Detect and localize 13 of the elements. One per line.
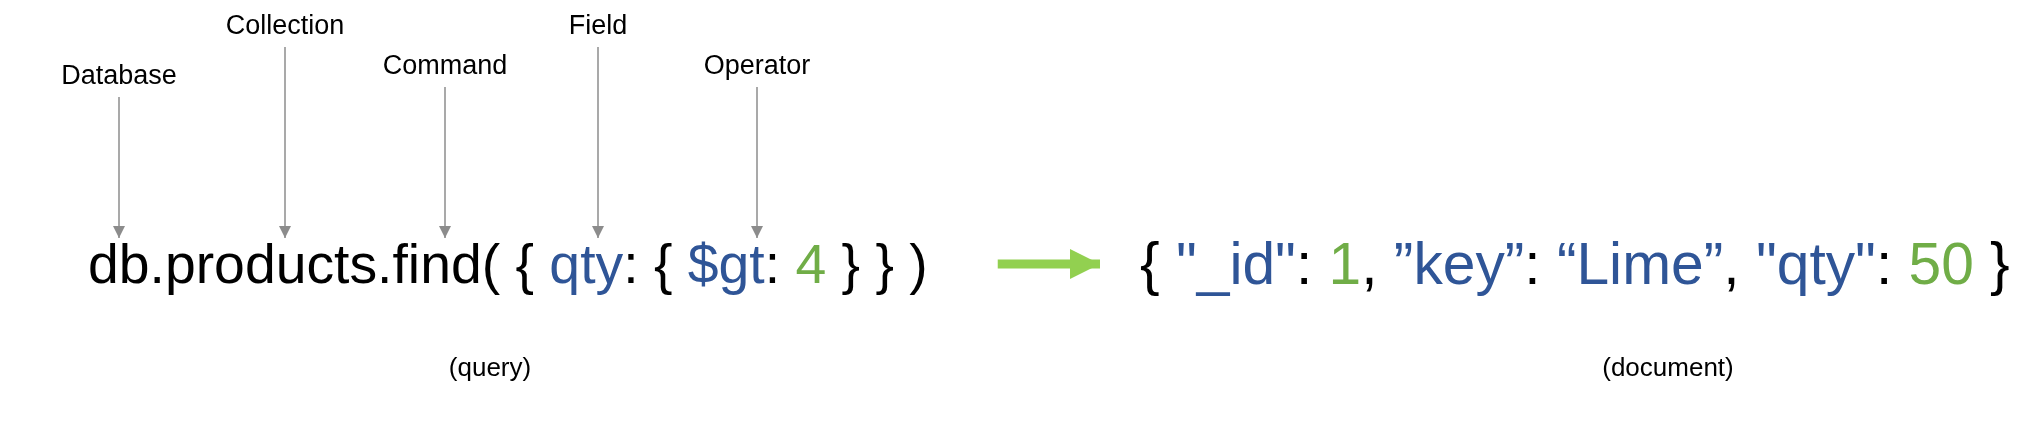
node-label: (document) <box>1602 352 1734 383</box>
part-label: Collection <box>225 10 345 41</box>
leader-arrow <box>439 86 451 239</box>
node-label: (query) <box>448 352 532 383</box>
part-label: Command <box>382 50 508 81</box>
leader-arrow <box>113 96 125 239</box>
arrow <box>997 249 1100 279</box>
part-label: Database <box>61 60 177 91</box>
leader-arrow <box>279 46 291 239</box>
part-label: Field <box>568 10 628 41</box>
leader-arrow <box>751 86 763 239</box>
part-label: Operator <box>703 50 811 81</box>
leader-arrow <box>592 46 604 239</box>
